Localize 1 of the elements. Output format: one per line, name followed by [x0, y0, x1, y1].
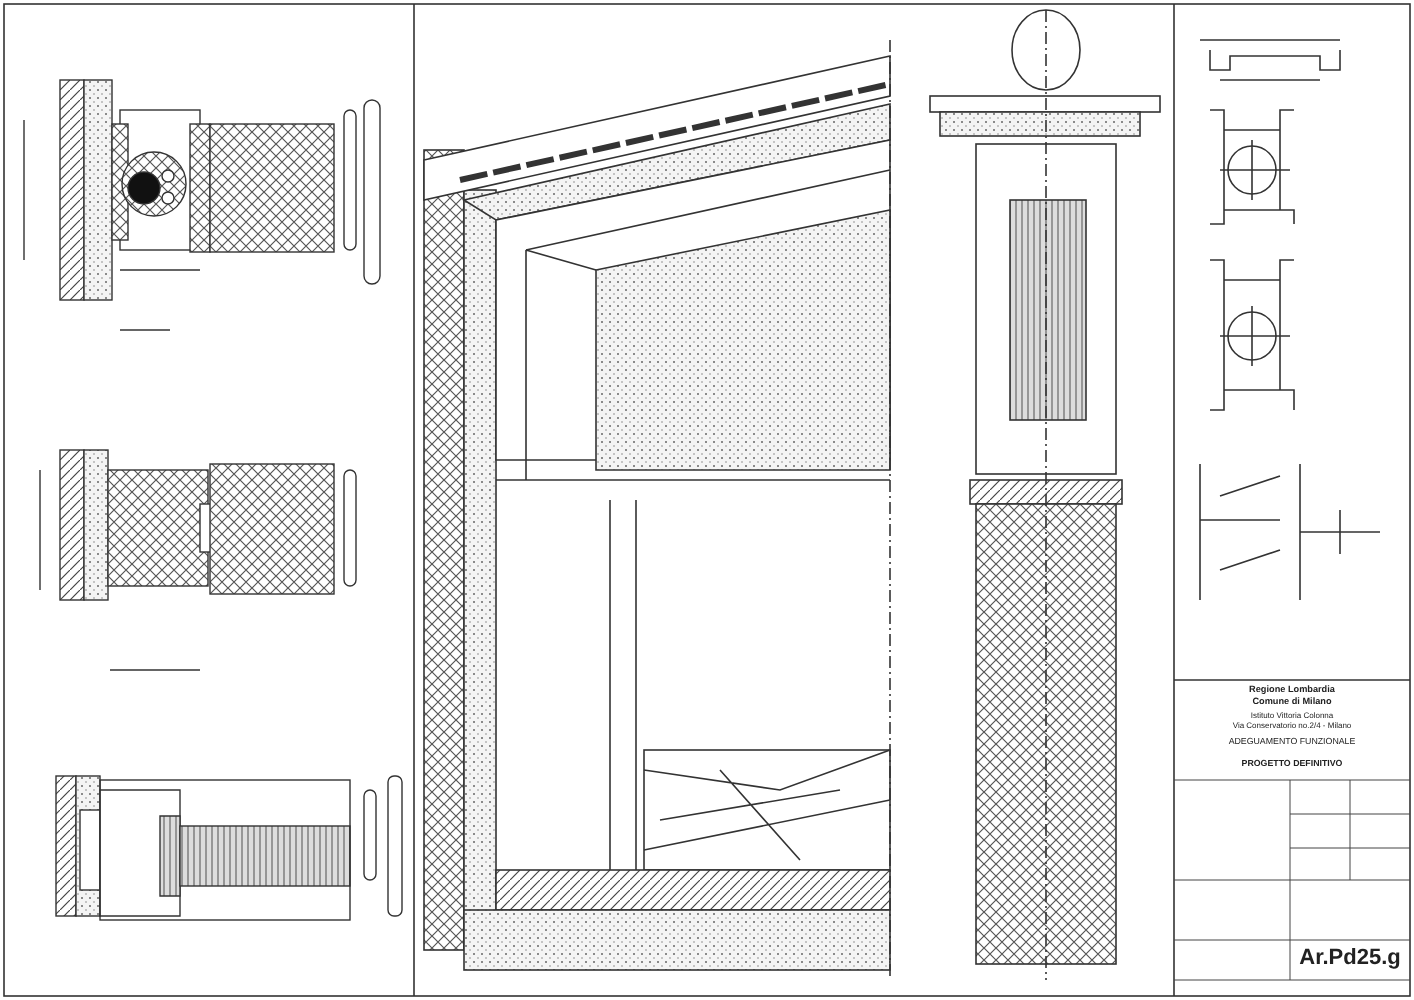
drawing-number: Ar.Pd25.g [1299, 948, 1401, 970]
